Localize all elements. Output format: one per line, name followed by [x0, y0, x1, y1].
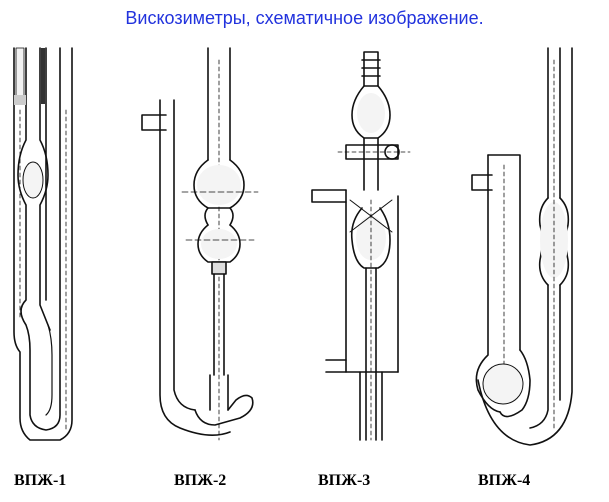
- viscometer-label-vpzh-4: ВПЖ-4: [478, 472, 531, 489]
- viscometer-label-vpzh-1: ВПЖ-1: [14, 472, 67, 489]
- viscometer-vpzh-2-drawing: [141, 47, 259, 441]
- viscometer-label-vpzh-3: ВПЖ-3: [318, 472, 371, 489]
- viscometer-label-vpzh-2: ВПЖ-2: [174, 472, 227, 489]
- viscometer-vpzh-4-drawing: [471, 47, 573, 446]
- viscometer-vpzh-3-drawing: [311, 51, 411, 441]
- viscometer-vpzh-1-drawing: [13, 47, 73, 441]
- page-title: Вискозиметры, схематичное изображение.: [125, 8, 484, 28]
